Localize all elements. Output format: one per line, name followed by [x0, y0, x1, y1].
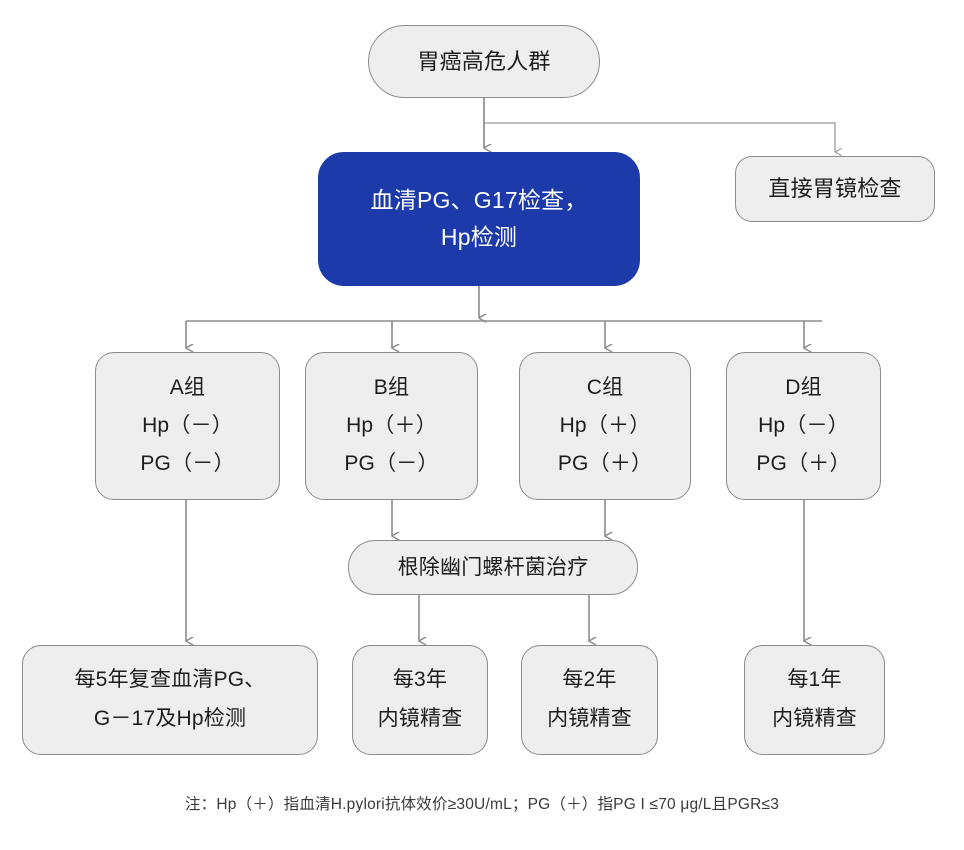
node-group-d-title: D组 [785, 375, 822, 399]
node-eradication-therapy-label: 根除幽门螺杆菌治疗 [397, 555, 589, 579]
node-followup-2-year-line1: 每2年 [562, 668, 617, 692]
node-group-d-hp: Hp（－） [758, 413, 849, 437]
node-followup-3-year-line2: 内镜精查 [377, 707, 463, 730]
node-followup-5-year-line1: 每5年复查血清PG、 [74, 668, 266, 692]
node-group-c-title: C组 [586, 375, 624, 399]
node-population-label: 胃癌高危人群 [417, 48, 551, 74]
node-group-c[interactable]: C组 Hp（＋） PG（＋） [519, 352, 691, 500]
node-eradication-therapy[interactable]: 根除幽门螺杆菌治疗 [348, 540, 638, 595]
node-serum-test[interactable]: 血清PG、G17检查， Hp检测 [318, 152, 640, 286]
node-followup-1-year-line1: 每1年 [787, 668, 842, 692]
node-group-a-hp: Hp（－） [142, 413, 233, 437]
node-followup-1-year[interactable]: 每1年 内镜精查 [744, 645, 885, 755]
edge-population-to-direct [484, 122, 842, 157]
node-followup-3-year[interactable]: 每3年 内镜精查 [352, 645, 488, 755]
node-group-b-hp: Hp（＋） [346, 413, 437, 437]
node-group-d[interactable]: D组 Hp（－） PG（＋） [726, 352, 881, 500]
node-population[interactable]: 胃癌高危人群 [368, 25, 600, 98]
node-group-b-pg: PG（－） [344, 452, 439, 476]
node-followup-2-year-line2: 内镜精查 [547, 707, 632, 730]
footnote-text: 注：Hp（＋）指血清H.pylori抗体效价≥30U/mL；PG（＋）指PG I… [184, 796, 780, 813]
node-followup-2-year[interactable]: 每2年 内镜精查 [521, 645, 658, 755]
node-group-b-title: B组 [373, 375, 410, 399]
node-direct-endoscopy[interactable]: 直接胃镜检查 [735, 156, 935, 222]
node-followup-5-year[interactable]: 每5年复查血清PG、 G－17及Hp检测 [22, 645, 318, 755]
node-group-b[interactable]: B组 Hp（＋） PG（－） [305, 352, 478, 500]
node-group-a[interactable]: A组 Hp（－） PG（－） [95, 352, 280, 500]
node-serum-test-line2: Hp检测 [440, 224, 518, 250]
node-group-a-title: A组 [169, 375, 206, 399]
node-group-c-pg: PG（＋） [557, 452, 653, 476]
node-group-c-hp: Hp（＋） [559, 413, 651, 437]
node-followup-3-year-line1: 每3年 [392, 668, 448, 692]
node-group-d-pg: PG（＋） [756, 452, 851, 476]
node-followup-1-year-line2: 内镜精查 [772, 707, 857, 730]
node-direct-endoscopy-label: 直接胃镜检查 [768, 176, 902, 202]
node-serum-test-line1: 血清PG、G17检查， [370, 186, 588, 213]
node-group-a-pg: PG（－） [140, 452, 235, 476]
node-followup-5-year-line2: G－17及Hp检测 [93, 707, 247, 730]
